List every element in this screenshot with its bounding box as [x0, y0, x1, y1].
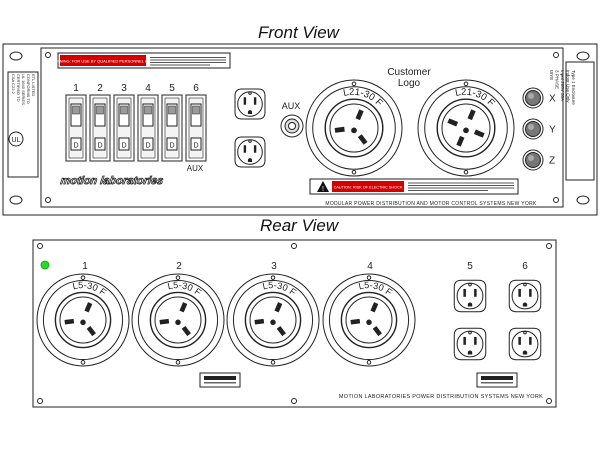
- front-rack-outline: [2, 43, 598, 216]
- front-panel: UL ETL LISTEDCONFORMS TOUL 1640 SERIESCE…: [2, 43, 598, 216]
- duplex-receptacle[interactable]: [234, 136, 266, 168]
- rack-hole: [9, 195, 23, 205]
- screw-hole: [291, 398, 297, 404]
- right-spec-plate: [565, 61, 595, 181]
- svg-text:D: D: [121, 143, 126, 150]
- indicator-lamp-label: Y: [549, 125, 556, 136]
- front-inner-panel: [40, 47, 564, 208]
- breaker-switch[interactable]: D: [137, 94, 159, 162]
- rack-hole: [9, 51, 23, 61]
- rear-outlet-number: 1: [82, 261, 88, 272]
- svg-text:UL: UL: [12, 137, 21, 144]
- twistlock-receptacle[interactable]: L5-30 F: [322, 273, 416, 367]
- aux-jack-label: AUX: [282, 101, 301, 111]
- breaker-numbers: 1 2 3 4 5 6: [73, 83, 199, 94]
- svg-text:D: D: [97, 143, 102, 150]
- rear-outlet-number: 3: [271, 261, 277, 272]
- svg-text:!: !: [322, 186, 324, 193]
- warning-label-top: WARNING: FOR USE BY QUALIFIED PERSONNEL …: [50, 52, 231, 69]
- duplex-receptacle[interactable]: [453, 327, 487, 361]
- duplex-receptacle[interactable]: [508, 327, 542, 361]
- rear-outlet-number: 4: [367, 261, 373, 272]
- breaker-number: 6: [193, 83, 199, 94]
- indicator-lamp-label: Z: [549, 156, 555, 167]
- aux-breaker-label: AUX: [187, 164, 204, 173]
- rear-outlet-number: 5: [467, 261, 473, 272]
- duplex-receptacle[interactable]: [508, 279, 542, 313]
- breaker-number: 1: [73, 83, 79, 94]
- warning-triangle-icon: [317, 181, 329, 192]
- right-plate-text: Type 1 EnclosureIndoor Use OnlyInput 208…: [549, 70, 576, 105]
- svg-text:D: D: [193, 143, 198, 150]
- left-cert-plate: [7, 71, 39, 178]
- screw-hole: [546, 398, 552, 404]
- svg-text:D: D: [145, 143, 150, 150]
- screw-hole: [553, 52, 559, 58]
- rear-duplex-outlets: [453, 279, 542, 361]
- screw-hole: [546, 243, 552, 249]
- breaker-number: 2: [97, 83, 103, 94]
- front-tagline: MODULAR POWER DISTRIBUTION AND MOTOR CON…: [325, 201, 537, 207]
- brand-logo: motion laboratories: [60, 175, 164, 187]
- rack-hole: [576, 51, 590, 61]
- twistlock-receptacle[interactable]: L21-30 F: [417, 79, 515, 177]
- rear-outlet-number: 6: [522, 261, 528, 272]
- screw-hole: [45, 52, 51, 58]
- screw-hole: [553, 197, 559, 203]
- left-plate-text: ETL LISTEDCONFORMS TOUL 1640 SERIESCERTI…: [11, 74, 36, 105]
- duplex-receptacle[interactable]: [234, 88, 266, 120]
- rear-view-title: Rear View: [260, 216, 339, 235]
- front-view-title: Front View: [258, 23, 339, 42]
- indicator-lamp: [522, 149, 544, 171]
- screw-hole: [37, 243, 43, 249]
- rack-hole: [576, 195, 590, 205]
- status-led: [40, 260, 50, 270]
- xyz-indicator-lamps: X Y Z: [522, 87, 556, 171]
- rear-brand-plate: [199, 372, 241, 388]
- twistlock-receptacle[interactable]: L5-30 F: [131, 273, 225, 367]
- twistlock-receptacle[interactable]: L5-30 F: [36, 273, 130, 367]
- ul-logo-icon: UL: [8, 131, 24, 147]
- twistlock-receptacle[interactable]: L21-30 F: [305, 79, 403, 177]
- rear-outlet-numbers: 1 2 3 4 5 6: [82, 261, 528, 272]
- indicator-lamp-label: X: [549, 94, 556, 105]
- screw-hole: [37, 398, 43, 404]
- rear-outlet-number: 2: [176, 261, 182, 272]
- breaker-number: 3: [121, 83, 127, 94]
- warning-label-bottom: ! CAUTION: RISK OF ELECTRIC SHOCK: [309, 178, 519, 195]
- breaker-number: 5: [169, 83, 175, 94]
- duplex-receptacle[interactable]: [453, 279, 487, 313]
- indicator-lamp: [522, 87, 544, 109]
- indicator-lamp: [522, 118, 544, 140]
- aux-jack[interactable]: [280, 114, 304, 138]
- breaker-switch[interactable]: D: [161, 94, 183, 162]
- front-duplex-outlets: [234, 88, 266, 168]
- screw-hole: [45, 197, 51, 203]
- breaker-number: 4: [145, 83, 151, 94]
- breaker-switch[interactable]: D: [65, 94, 87, 162]
- rear-panel-outline: [32, 239, 557, 408]
- screw-hole: [291, 243, 297, 249]
- breaker-switch[interactable]: D: [113, 94, 135, 162]
- svg-text:D: D: [169, 143, 174, 150]
- svg-text:D: D: [73, 143, 78, 150]
- rear-tagline: MOTION LABORATORIES POWER DISTRIBUTION S…: [339, 394, 543, 400]
- rear-twistlock-outlets: L5-30 FL5-30 FL5-30 FL5-30 F: [36, 273, 416, 367]
- breaker-switch[interactable]: D: [89, 94, 111, 162]
- warning-top-text: WARNING: FOR USE BY QUALIFIED PERSONNEL …: [50, 59, 155, 64]
- warning-bottom-text: CAUTION: RISK OF ELECTRIC SHOCK: [334, 186, 403, 190]
- rear-brand-plate: [476, 372, 518, 388]
- twistlock-receptacle[interactable]: L5-30 F: [226, 273, 320, 367]
- breaker-switch[interactable]: D: [185, 94, 207, 162]
